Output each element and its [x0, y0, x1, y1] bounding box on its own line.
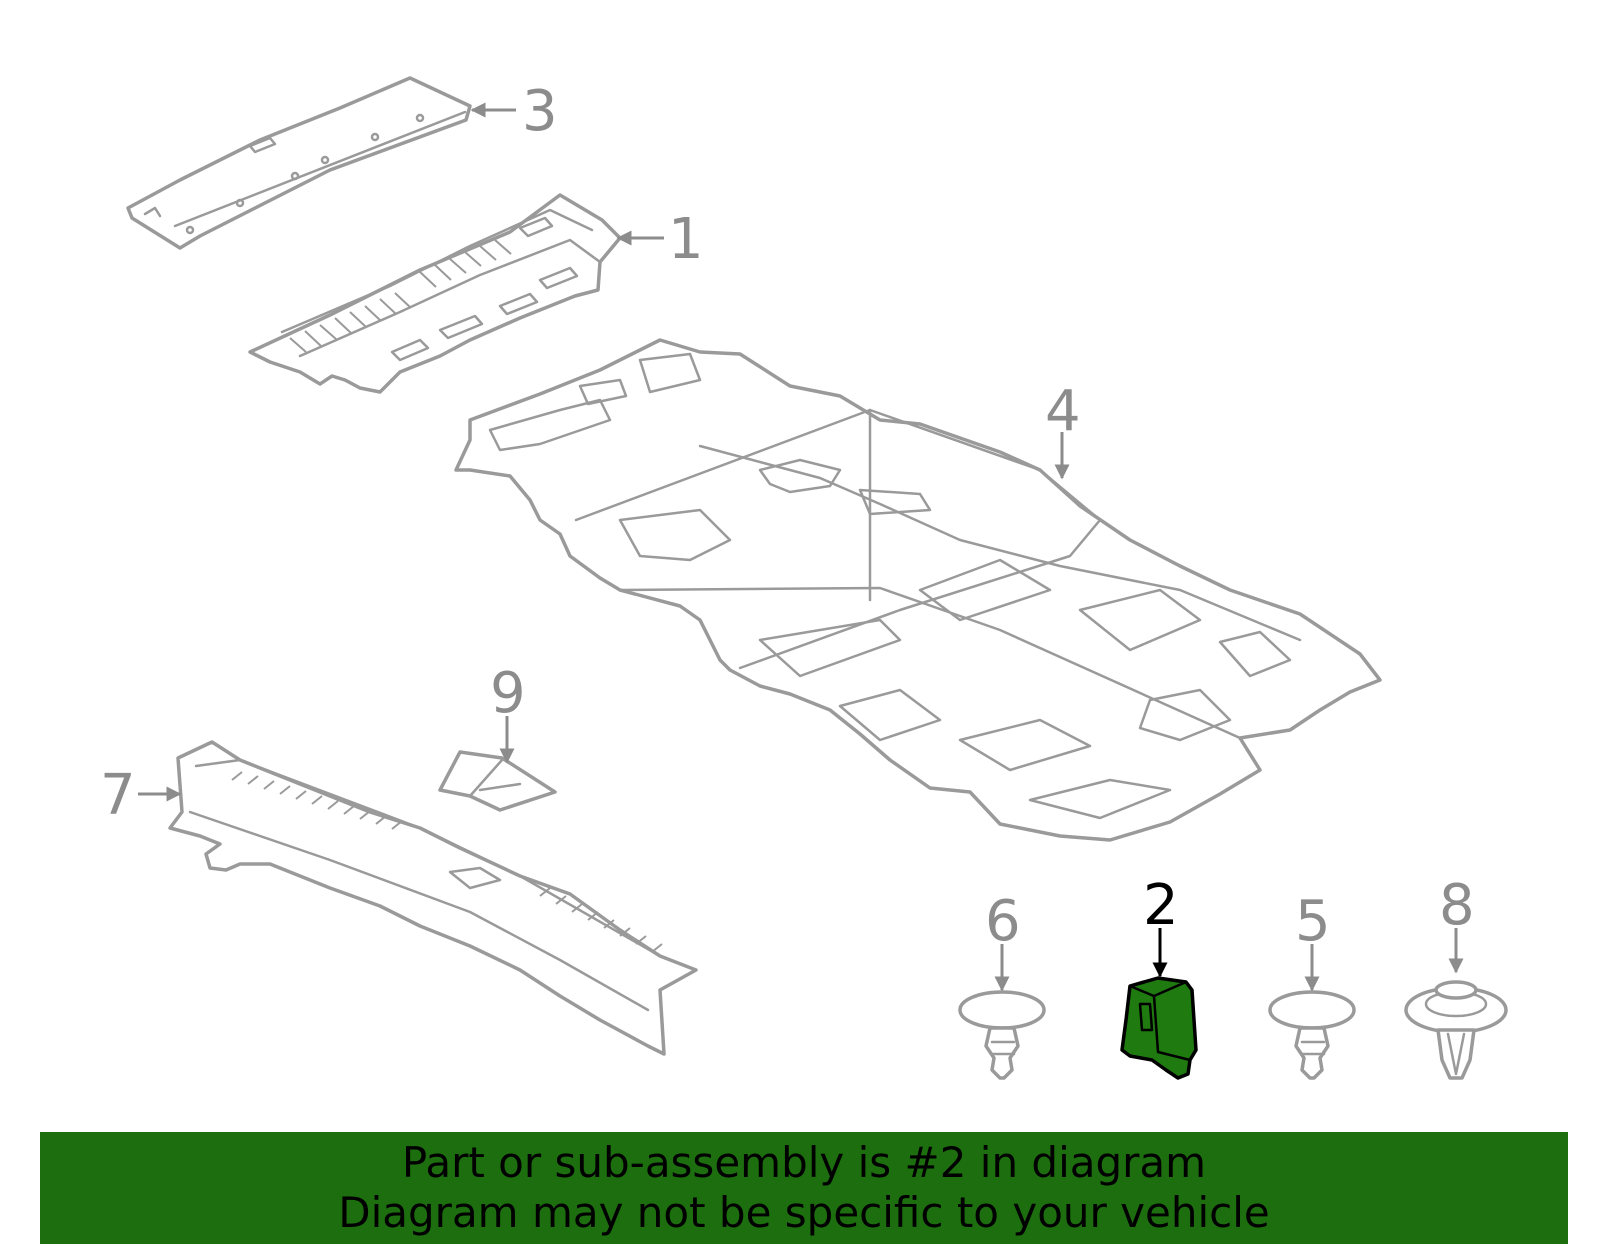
part-3-shelf-panel	[126, 76, 472, 250]
part-6-clip	[958, 990, 1046, 1080]
part-4-floor-carpet	[454, 338, 1382, 842]
part-2-retainer-highlighted	[1120, 976, 1198, 1080]
part-5-clip	[1268, 990, 1356, 1080]
banner-line-2: Diagram may not be specific to your vehi…	[338, 1188, 1270, 1237]
callout-6: 6	[985, 889, 1021, 954]
info-banner: Part or sub-assembly is #2 in diagram Di…	[40, 1132, 1568, 1244]
callout-5: 5	[1295, 889, 1331, 954]
banner-line-1: Part or sub-assembly is #2 in diagram	[401, 1138, 1207, 1187]
callout-labels: 3 1 4 9 7 6 2 5 8	[100, 79, 1475, 954]
part-9-pad	[438, 750, 557, 812]
leader-lines	[138, 102, 1464, 992]
part-7-sill-trim	[168, 740, 698, 1056]
callout-9: 9	[490, 661, 526, 726]
callout-2: 2	[1143, 873, 1179, 938]
callout-1: 1	[668, 207, 704, 272]
part-1-tray	[248, 193, 622, 394]
part-8-push-clip	[1404, 980, 1508, 1080]
callout-4: 4	[1045, 379, 1081, 444]
callout-8: 8	[1439, 873, 1475, 938]
callout-7: 7	[100, 763, 136, 828]
callout-3: 3	[522, 79, 558, 144]
